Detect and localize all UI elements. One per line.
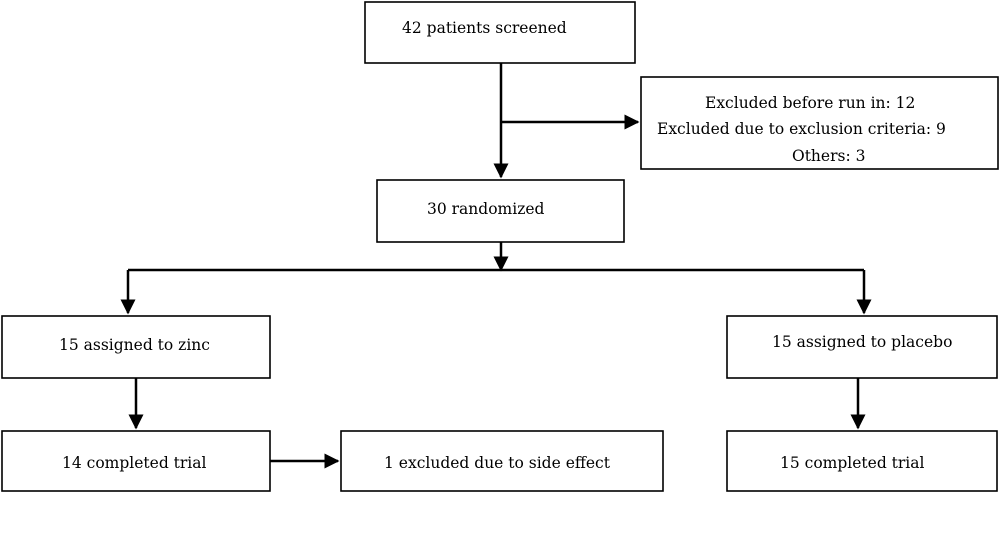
side-effect-label: 1 excluded due to side effect xyxy=(384,454,611,472)
placebo-completed-label: 15 completed trial xyxy=(780,454,925,472)
placebo-label: 15 assigned to placebo xyxy=(772,333,952,351)
excluded-label-2: Excluded due to exclusion criteria: 9 xyxy=(657,120,946,138)
zinc-completed-label: 14 completed trial xyxy=(62,454,207,472)
placebo-box xyxy=(726,315,998,379)
excluded-box xyxy=(640,76,999,170)
side-effect-box xyxy=(340,430,664,492)
placebo-completed-box xyxy=(726,430,998,492)
randomized-label: 30 randomized xyxy=(427,200,545,218)
screened-label: 42 patients screened xyxy=(402,19,567,37)
excluded-label-1: Excluded before run in: 12 xyxy=(705,94,915,112)
zinc-label: 15 assigned to zinc xyxy=(59,336,210,354)
excluded-label-3: Others: 3 xyxy=(792,147,865,165)
